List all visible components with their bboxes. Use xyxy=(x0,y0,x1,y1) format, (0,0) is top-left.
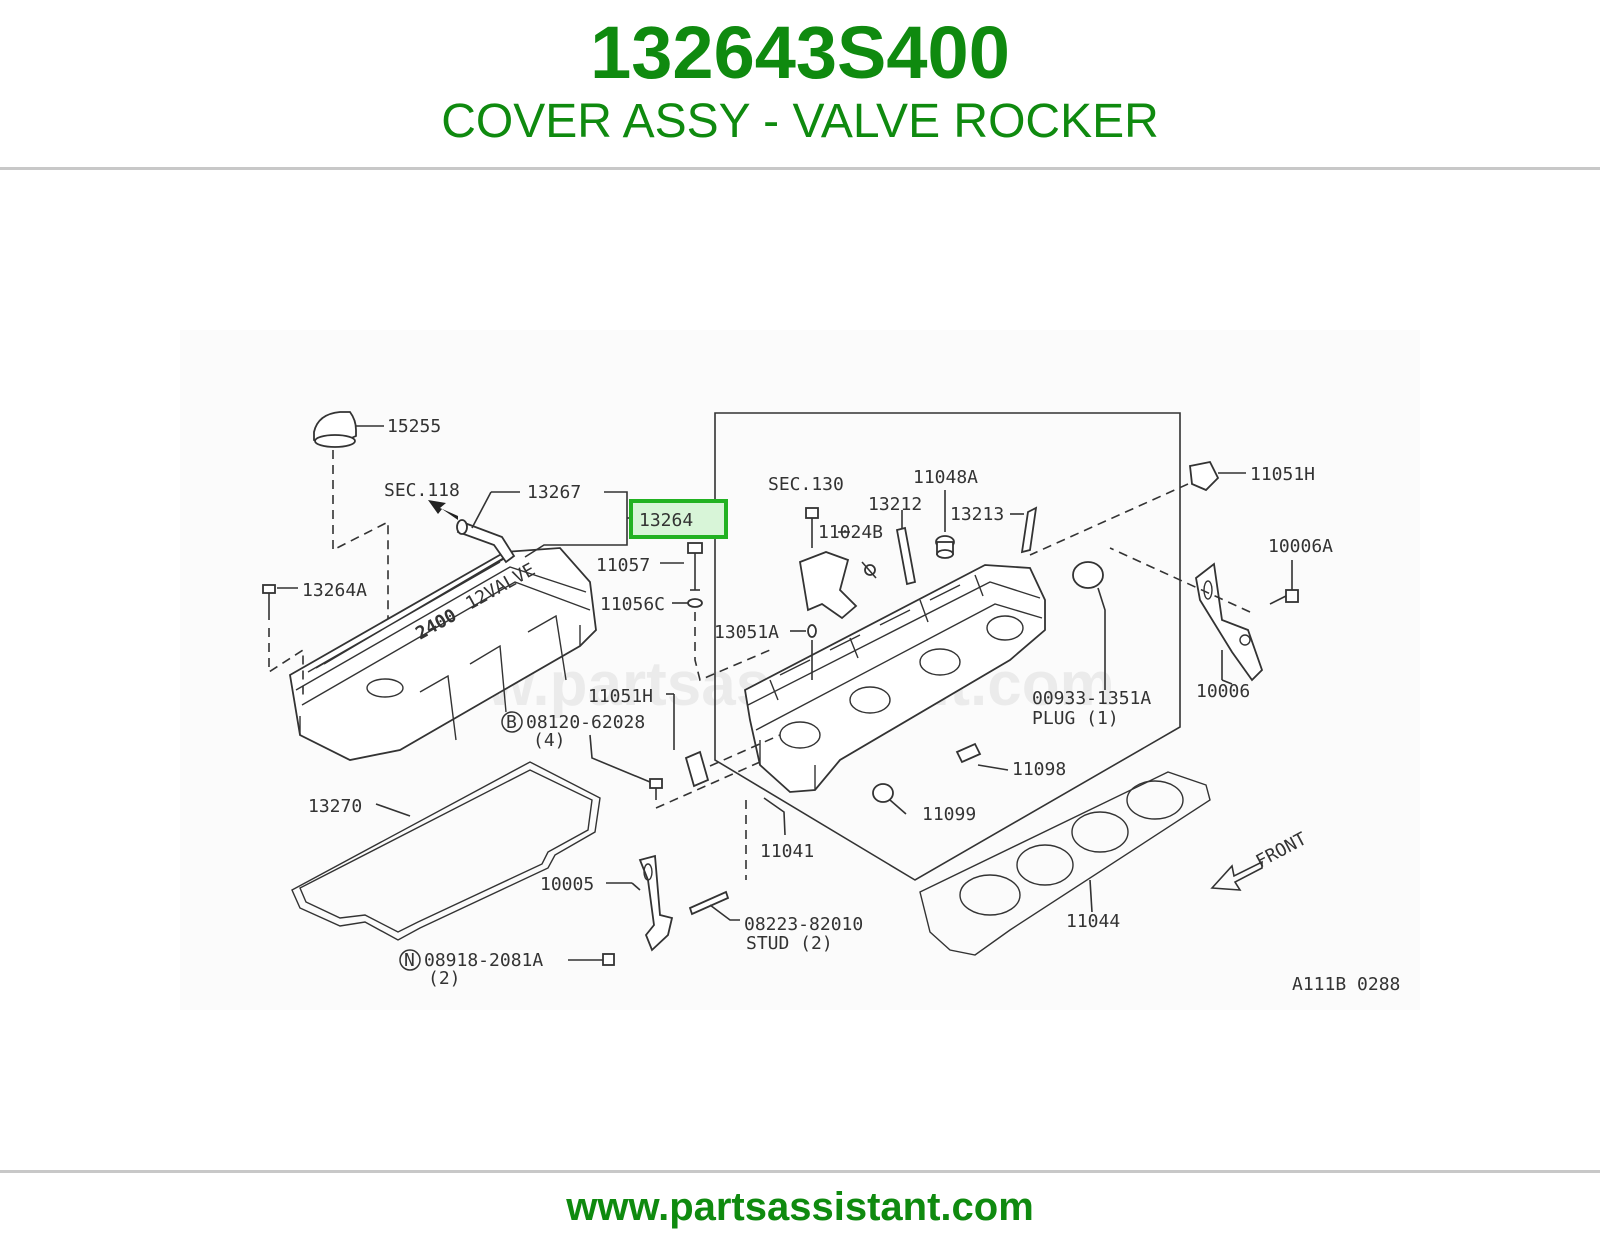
header-divider xyxy=(0,167,1600,170)
callout-00933: 00933-1351A xyxy=(1032,688,1151,709)
callout-13213: 13213 xyxy=(950,504,1004,525)
valve-guide-13212 xyxy=(895,510,917,586)
cylinder-head xyxy=(744,564,1046,793)
bracket-10005 xyxy=(606,854,674,952)
callout-13212: 13212 xyxy=(868,494,922,515)
head-gasket xyxy=(919,771,1211,956)
callout-13051a: 13051A xyxy=(714,622,779,643)
front-arrow-icon xyxy=(1210,860,1263,891)
callout-10006a: 10006A xyxy=(1268,536,1333,557)
callout-13267: 13267 xyxy=(527,482,581,503)
callout-08120: 08120-62028 xyxy=(526,712,645,733)
dowel-13051a xyxy=(790,624,817,680)
callout-11057: 11057 xyxy=(596,555,650,576)
reference-code: A111B 0288 xyxy=(1292,974,1400,995)
sec118-arrow-icon xyxy=(428,500,458,520)
callout-bracket-13264 xyxy=(524,491,628,558)
valve-guide-13213 xyxy=(1010,506,1038,554)
stud-08223 xyxy=(688,890,740,921)
callout-plug: PLUG (1) xyxy=(1032,708,1119,729)
leader-11024b xyxy=(861,561,877,579)
bracket-11051h-right xyxy=(1189,460,1246,492)
marker-n-circle xyxy=(399,949,421,971)
bolt-13264a-guide xyxy=(268,628,304,700)
callout-10005: 10005 xyxy=(540,874,594,895)
oil-filler-cap xyxy=(313,411,384,448)
plug-00933 xyxy=(1072,561,1106,690)
part-11048a xyxy=(935,490,955,559)
seal-11099 xyxy=(872,783,907,815)
bolt-sec130 xyxy=(805,507,819,548)
bolt-10006a xyxy=(1269,560,1299,605)
marker-n: N xyxy=(404,950,415,971)
part-name-subtitle: COVER ASSY - VALVE ROCKER xyxy=(441,95,1159,148)
footer-divider xyxy=(0,1170,1600,1173)
bolt-11057 xyxy=(660,542,703,591)
leader-10006 xyxy=(1221,679,1233,685)
part-number-title: 132643S400 xyxy=(590,11,1010,94)
callout-11044: 11044 xyxy=(1066,911,1120,932)
callout-11024b: 11024B xyxy=(818,522,883,543)
callout-11051h-left: 11051H xyxy=(588,686,653,707)
site-url-link[interactable]: www.partsassistant.com xyxy=(566,1185,1034,1229)
callout-11048a: 11048A xyxy=(913,467,978,488)
bolt-13264a xyxy=(262,584,298,620)
callout-11099: 11099 xyxy=(922,804,976,825)
nut-08918 xyxy=(568,953,615,966)
callout-08918-qty: (2) xyxy=(428,968,461,989)
leader-11041 xyxy=(763,797,786,836)
callout-08120-qty: (4) xyxy=(533,730,566,751)
callout-15255: 15255 xyxy=(387,416,441,437)
rocker-bracket xyxy=(798,531,858,620)
bracket-11051h-left xyxy=(666,693,710,788)
highlight-box-13264[interactable] xyxy=(629,499,728,539)
guide-10006 xyxy=(1109,547,1251,613)
callout-10006: 10006 xyxy=(1196,681,1250,702)
guide-11051h-left xyxy=(709,734,781,767)
callout-11041: 11041 xyxy=(760,841,814,862)
callout-sec118: SEC.118 xyxy=(384,480,460,501)
marker-b-circle xyxy=(501,711,523,733)
bolt-11057-guide xyxy=(694,612,771,682)
callout-13264a: 13264A xyxy=(302,580,367,601)
callout-13270: 13270 xyxy=(308,796,362,817)
callout-11056c: 11056C xyxy=(600,594,665,615)
cylinder-head-box xyxy=(714,412,1181,881)
callout-13264[interactable]: 13264 xyxy=(639,510,693,531)
washer-11056c xyxy=(672,598,703,608)
guide-08120 xyxy=(655,761,761,809)
callout-stud: STUD (2) xyxy=(746,933,833,954)
marker-b: B xyxy=(506,712,517,733)
callout-08223: 08223-82010 xyxy=(744,914,863,935)
rocker-cover-gasket xyxy=(291,761,601,941)
callout-11098: 11098 xyxy=(1012,759,1066,780)
part-11098 xyxy=(955,742,1009,771)
callout-08918: 08918-2081A xyxy=(424,950,543,971)
pcv-hose xyxy=(456,491,520,564)
bolt-08120 xyxy=(589,734,663,800)
callout-11051h-right: 11051H xyxy=(1250,464,1315,485)
valve-rocker-cover: 2400 12VALVE xyxy=(289,547,597,761)
callout-sec130: SEC.130 xyxy=(768,474,844,495)
engine-bracket-10006 xyxy=(1195,562,1264,682)
cap-guide-line xyxy=(332,450,389,668)
